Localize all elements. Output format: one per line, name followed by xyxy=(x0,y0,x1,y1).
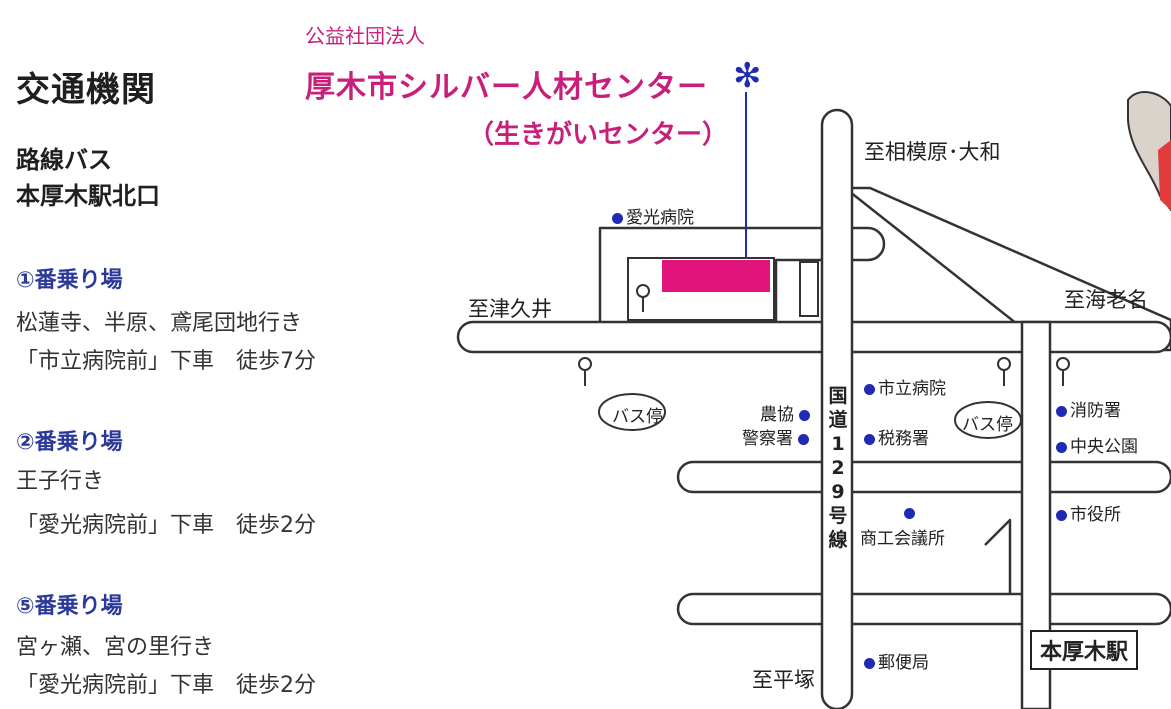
place-city-hall: 市役所 xyxy=(1056,500,1121,525)
transit-heading: 交通機関 xyxy=(16,70,156,110)
road-middle-east-west xyxy=(676,460,1171,494)
place-marker-icon xyxy=(1056,441,1067,453)
stop-5-line-1: 宮ヶ瀬、宮の里行き xyxy=(16,635,215,660)
place-aiko-hospital: 愛光病院 xyxy=(612,203,694,228)
bus-stop-west: バス停 xyxy=(612,407,663,427)
center-marker-icon: ✻ xyxy=(733,56,762,96)
place-marker-icon xyxy=(864,433,875,445)
stop-1-line-1: 松蓮寺、半原、鳶尾団地行き xyxy=(16,311,303,336)
place-marker-icon xyxy=(864,383,875,395)
stop-label-5: ⑤番乗り場 xyxy=(16,594,123,619)
stop-label-2: ②番乗り場 xyxy=(16,430,123,455)
place-tax-office: 税務署 xyxy=(864,424,929,449)
road-south-east-west xyxy=(676,592,1171,626)
place-chamber-of-commerce: 商工会議所 xyxy=(860,529,945,549)
place-marker-icon xyxy=(1056,509,1067,521)
org-alias: （生きがいセンター） xyxy=(468,120,729,150)
stop-label-1: ①番乗り場 xyxy=(16,268,123,293)
direction-south: 至平塚 xyxy=(752,668,815,692)
place-marker-icon xyxy=(1056,405,1067,417)
route-origin: 本厚木駅北口 xyxy=(16,182,160,210)
place-police: 警察署 xyxy=(742,424,812,449)
road-hospital-loop xyxy=(598,226,886,322)
place-marker-icon xyxy=(799,409,811,421)
place-nokyo: 農協 xyxy=(760,400,813,425)
place-post-office: 郵便局 xyxy=(864,648,929,673)
place-fire-station: 消防署 xyxy=(1056,396,1121,421)
route-129-label: 国道129号線 xyxy=(826,384,850,552)
stop-5-line-2: 「愛光病院前」下車 徒歩2分 xyxy=(16,673,316,698)
road-spur xyxy=(984,518,1012,594)
direction-north: 至相模原･大和 xyxy=(864,140,1001,164)
org-type: 公益社団法人 xyxy=(305,24,425,48)
place-marker-icon xyxy=(904,503,918,522)
place-marker-icon xyxy=(612,212,623,224)
stop-2-line-2: 「愛光病院前」下車 徒歩2分 xyxy=(16,513,316,538)
bus-stop-oval-east xyxy=(954,401,1022,439)
road-main-east-west xyxy=(456,320,1171,354)
place-city-hospital: 市立病院 xyxy=(864,374,946,399)
route-type: 路線バス xyxy=(16,146,112,174)
bus-stop-oval-west xyxy=(598,393,666,431)
silver-center-building xyxy=(662,260,770,292)
place-central-park: 中央公園 xyxy=(1056,432,1138,457)
direction-east: 至海老名 xyxy=(1064,288,1148,312)
org-name: 厚木市シルバー人材センター xyxy=(305,70,708,105)
block-small xyxy=(799,261,819,317)
bus-stop-east: バス停 xyxy=(962,415,1013,435)
stop-2-line-1: 王子行き xyxy=(16,469,105,494)
place-marker-icon xyxy=(798,433,810,445)
place-marker-icon xyxy=(864,657,875,669)
direction-west: 至津久井 xyxy=(468,297,552,321)
station-hon-atsugi: 本厚木駅 xyxy=(1030,630,1139,670)
stop-1-line-2: 「市立病院前」下車 徒歩7分 xyxy=(16,349,316,374)
